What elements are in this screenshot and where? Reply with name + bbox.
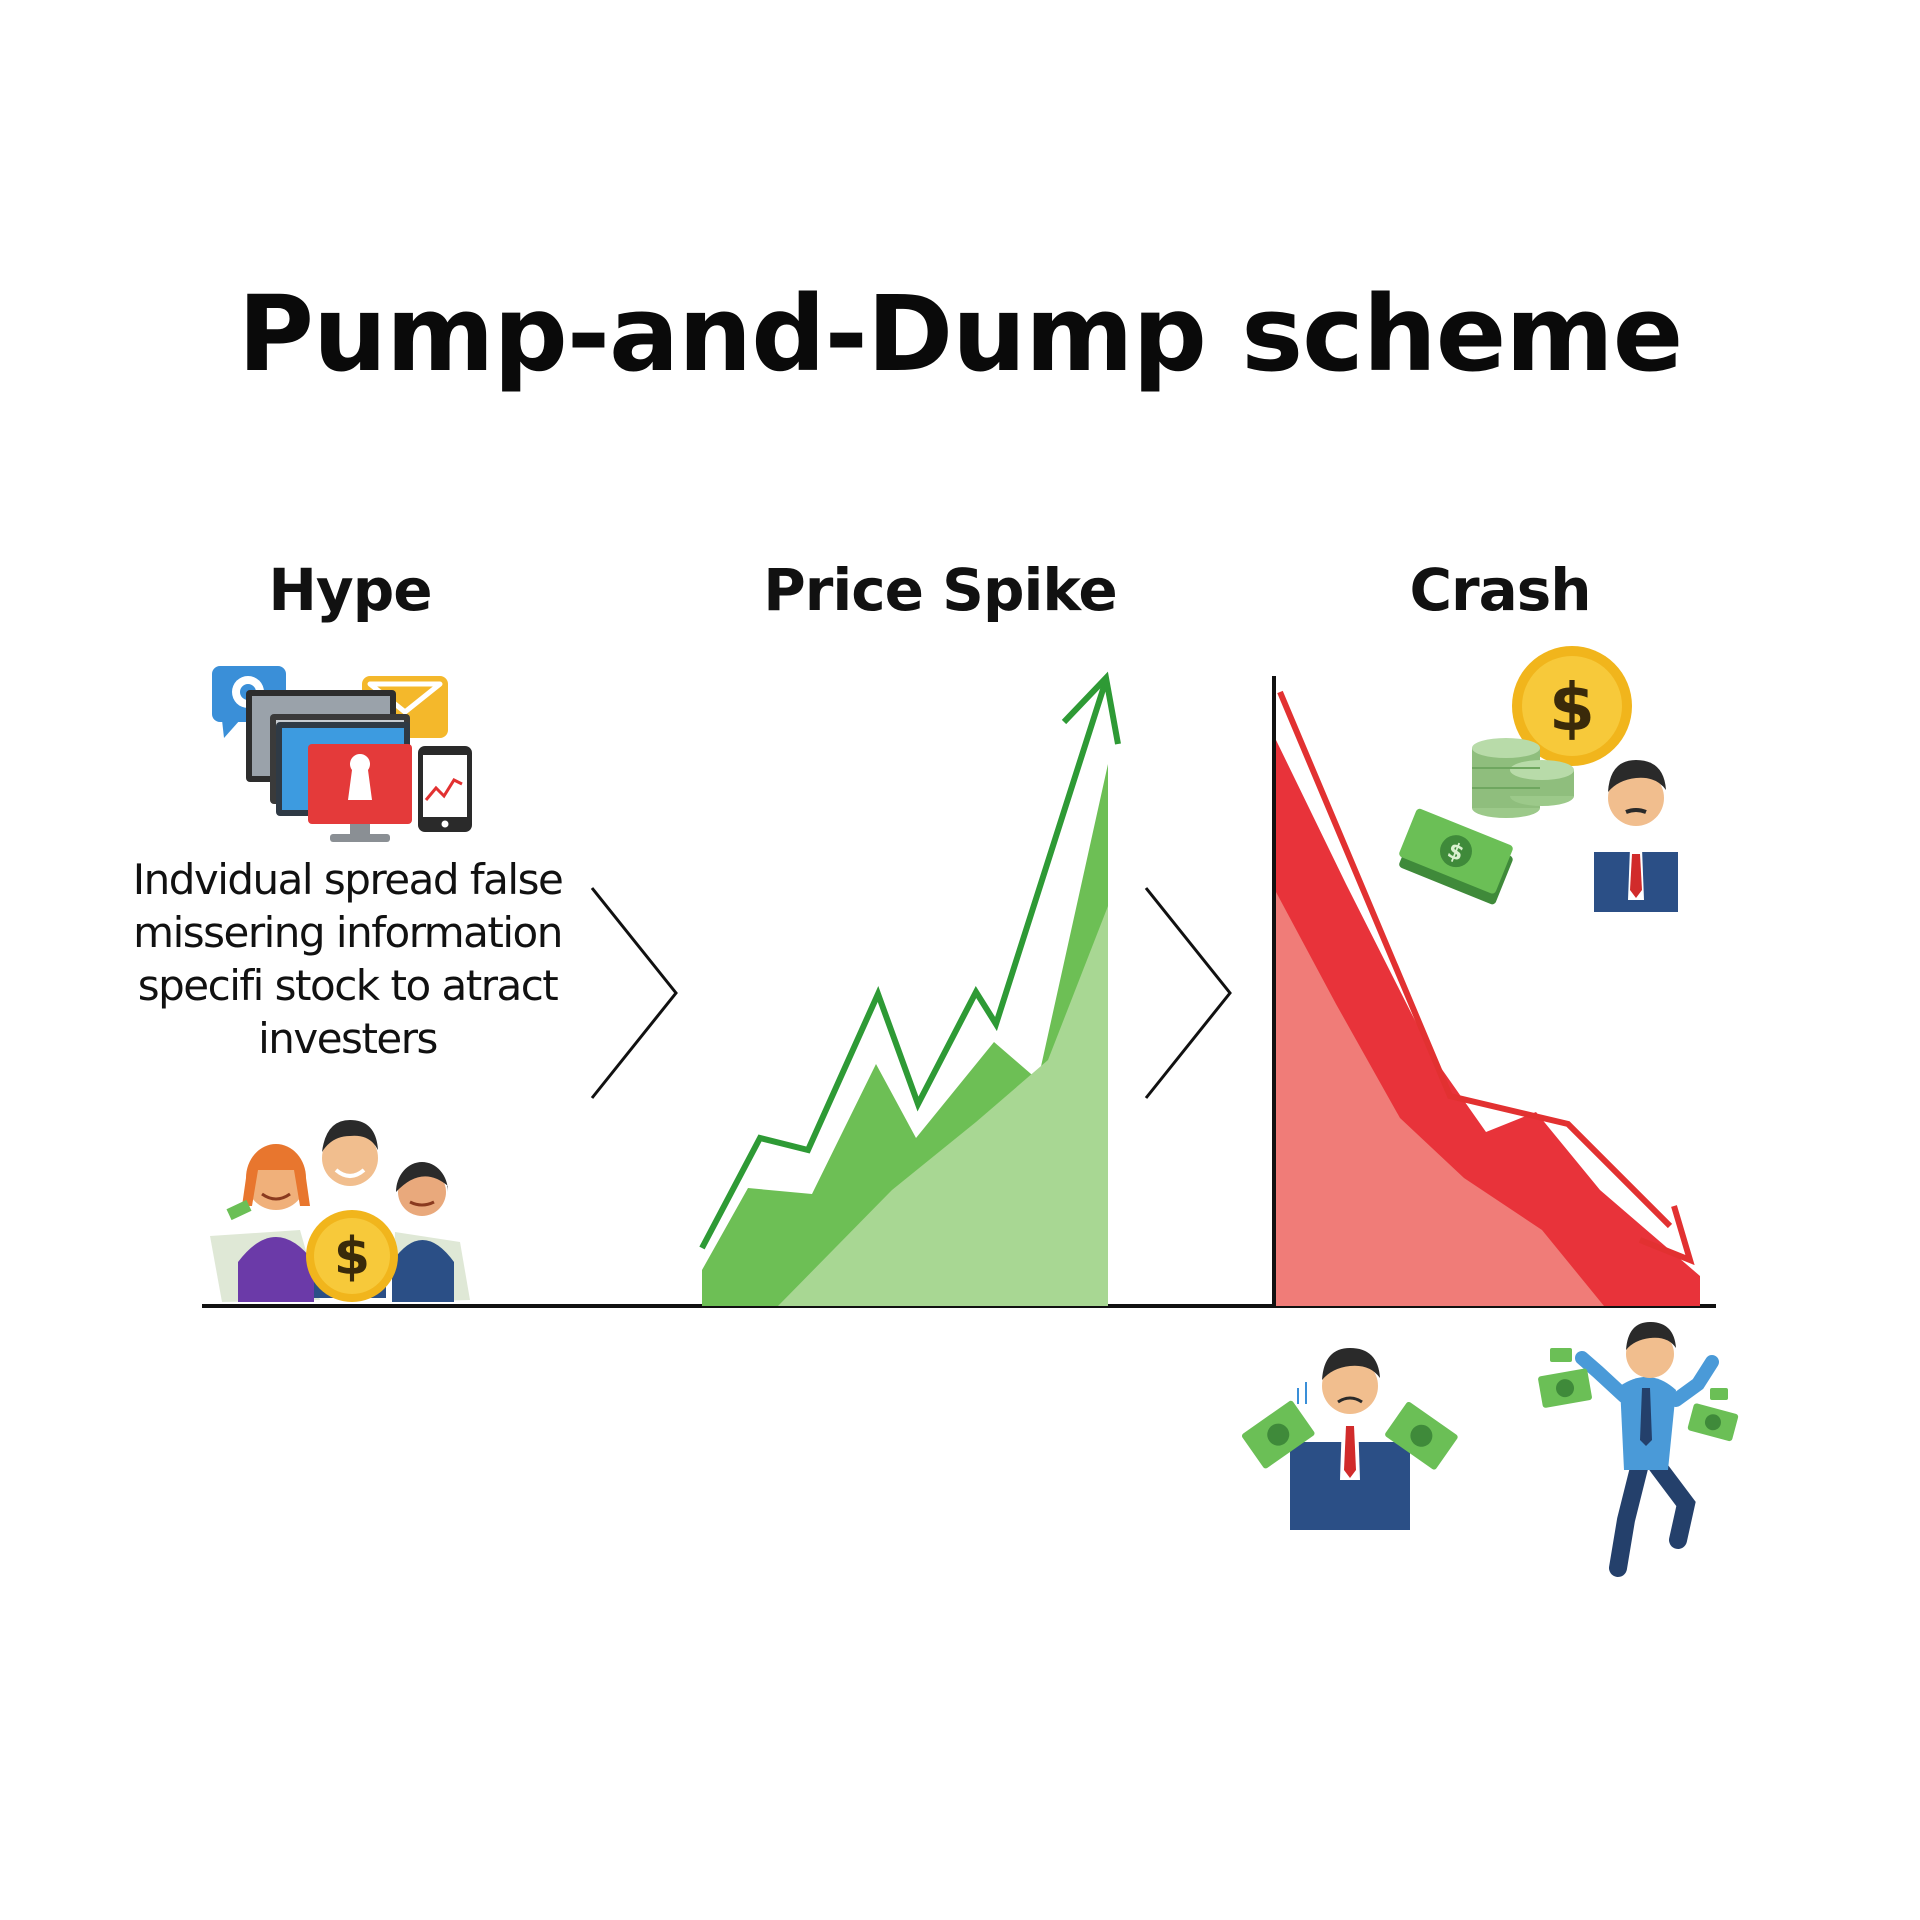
crash-graph [1272, 676, 1700, 1306]
crash-area-light [1276, 892, 1604, 1306]
stage-label-price-spike: Price Spike [763, 556, 1117, 624]
chevron-arrow-1 [590, 887, 678, 1099]
coin-stacks-icon [1472, 738, 1574, 818]
hype-description: Indvidual spread false missering informa… [132, 855, 564, 1063]
coin-dollar-glyph: $ [334, 1227, 370, 1287]
stage-label-crash: Crash [1409, 556, 1591, 624]
worried-investor-icon [1241, 1348, 1458, 1530]
cash-stack-icon: $ [1399, 808, 1513, 905]
crash-trend-line [1277, 690, 1673, 1229]
fleeing-investor-icon [1538, 1322, 1739, 1577]
page-title: Pump-and-Dump scheme [237, 273, 1683, 395]
spike-area-light [778, 906, 1108, 1306]
big-coin-dollar-glyph: $ [1549, 669, 1595, 746]
investors-group-icon: $ [210, 1120, 470, 1302]
profiting-promoter-icon: $ $ [1399, 646, 1678, 912]
spike-arrow-head [1061, 671, 1121, 745]
chevron-arrow-2 [1144, 887, 1232, 1099]
media-devices-icon [212, 666, 472, 842]
price-spike-graph [699, 671, 1121, 1306]
spike-trend-line [699, 679, 1109, 1250]
crash-arrow-head [1638, 1205, 1695, 1266]
stage-label-hype: Hype [268, 556, 432, 624]
